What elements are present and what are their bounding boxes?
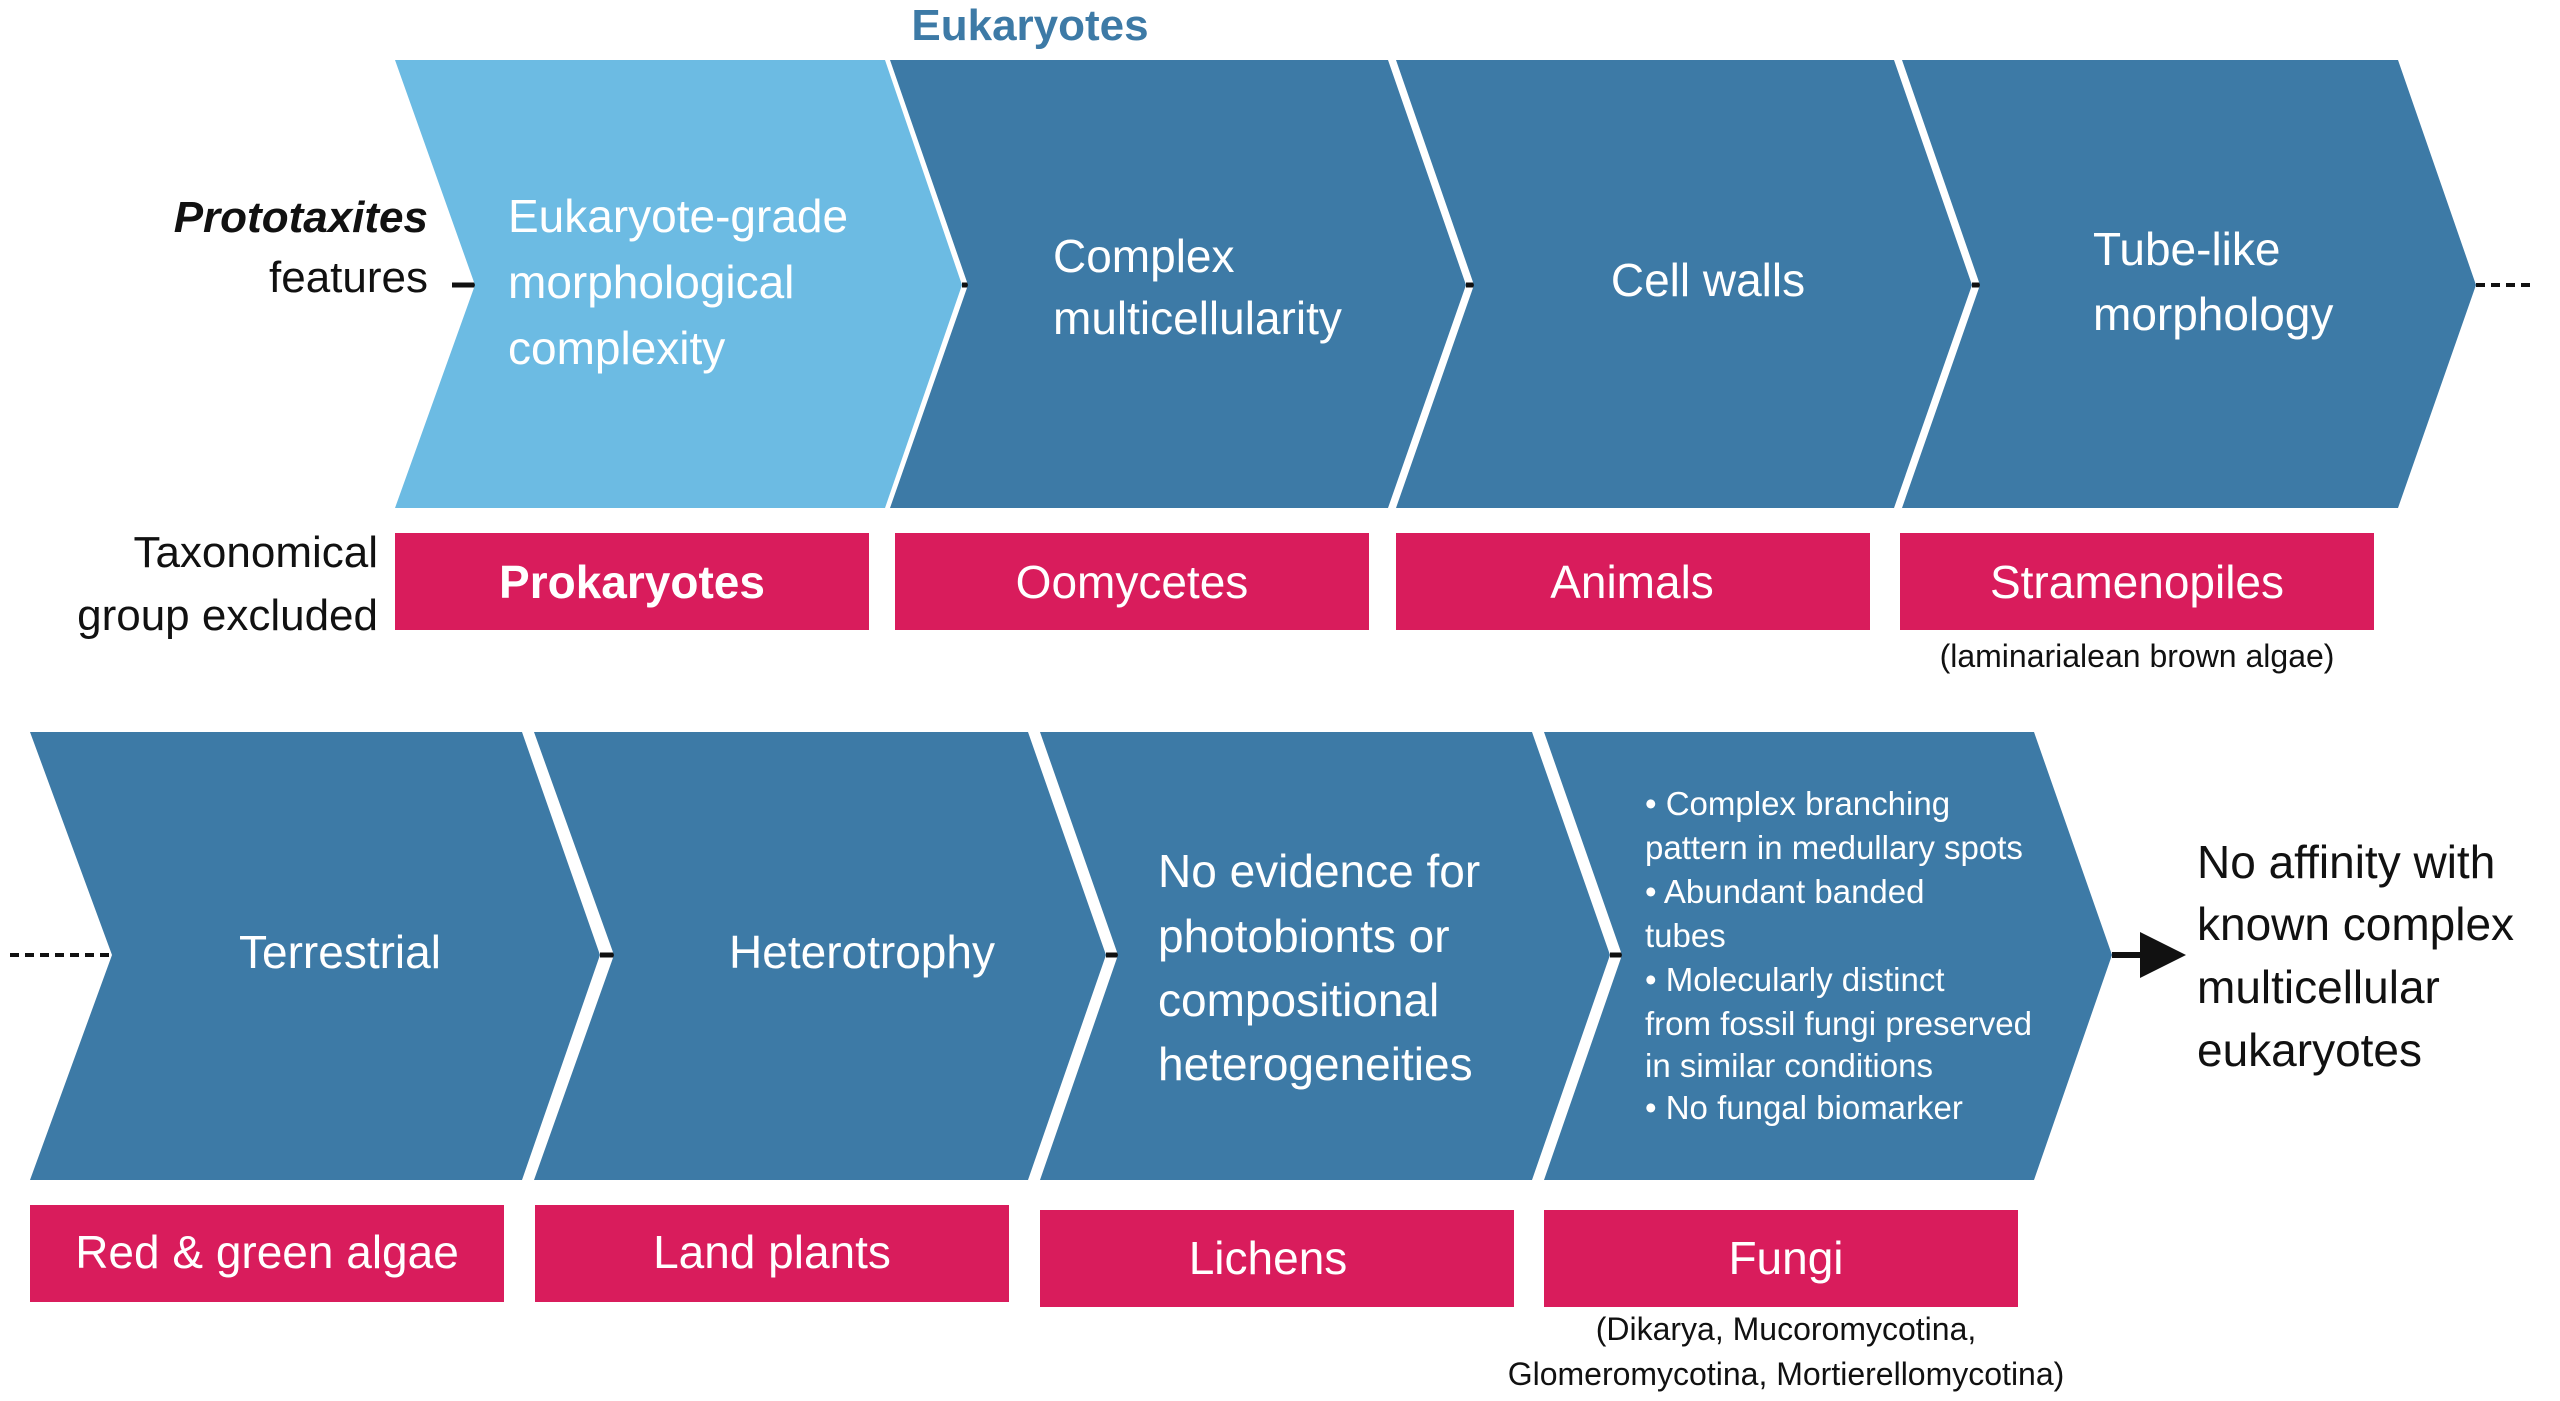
- chevron-no-evidence-photobionts: No evidence for photobionts or compositi…: [1040, 732, 1610, 1180]
- excluded-prokaryotes: Prokaryotes: [395, 533, 869, 630]
- bullet-text-line: in similar conditions: [1645, 1047, 1933, 1084]
- chevron-text-line: compositional: [1158, 974, 1439, 1026]
- group-excluded-label: group excluded: [77, 591, 378, 640]
- conclusion-line: No affinity with: [2197, 836, 2495, 888]
- chevron-tube-like-morphology: Tube-like morphology: [1902, 60, 2476, 508]
- chevron-text-line: Complex: [1053, 230, 1235, 282]
- bullet-text-line: from fossil fungi preserved: [1645, 1005, 2032, 1042]
- bullet-text-line: tubes: [1645, 917, 1726, 954]
- excluded-label: Animals: [1550, 556, 1714, 608]
- bullet-text-line: • Abundant banded: [1645, 873, 1925, 910]
- chevron-heterotrophy: Heterotrophy: [534, 732, 1106, 1180]
- bullet-text-line: • Molecularly distinct: [1645, 961, 1944, 998]
- excluded-label: Oomycetes: [1016, 556, 1249, 608]
- bullet-text-line: • No fungal biomarker: [1645, 1089, 1963, 1126]
- conclusion-line: known complex: [2197, 898, 2514, 950]
- chevron-cell-walls: Cell walls: [1396, 60, 1972, 508]
- fungi-note: Glomeromycotina, Mortierellomycotina): [1508, 1356, 2065, 1392]
- bullet-text-line: pattern in medullary spots: [1645, 829, 2023, 866]
- chevron-text-line: heterogeneities: [1158, 1038, 1473, 1090]
- excluded-label: Red & green algae: [75, 1226, 459, 1278]
- taxonomical-label: Taxonomical: [133, 528, 378, 577]
- chevron-text-line: Eukaryote-grade: [508, 190, 848, 242]
- conclusion-line: multicellular: [2197, 961, 2440, 1013]
- chevron-text-line: morphology: [2093, 288, 2333, 340]
- chevron-text-line: Tube-like: [2093, 223, 2280, 275]
- excluded-oomycetes: Oomycetes: [895, 533, 1369, 630]
- chevron-eukaryote-grade: Eukaryote-grade morphological complexity: [395, 60, 962, 508]
- chevron-text-line: Terrestrial: [239, 926, 441, 978]
- bullet-text-line: • Complex branching: [1645, 785, 1950, 822]
- chevron-complex-multicellularity: Complex multicellularity: [890, 60, 1466, 508]
- fungi-note: (Dikarya, Mucoromycotina,: [1596, 1311, 1977, 1347]
- chevron-text-line: morphological: [508, 256, 794, 308]
- excluded-lichens: Lichens: [1040, 1210, 1514, 1307]
- chevron-text-line: photobionts or: [1158, 910, 1450, 962]
- chevron-fungi-evidence: • Complex branching pattern in medullary…: [1544, 732, 2112, 1180]
- excluded-stramenopiles: Stramenopiles: [1900, 533, 2374, 630]
- features-label: features: [269, 253, 428, 302]
- excluded-label: Fungi: [1728, 1232, 1843, 1284]
- arrowhead-icon: [2140, 932, 2186, 978]
- excluded-land-plants: Land plants: [535, 1205, 1009, 1302]
- excluded-label: Prokaryotes: [499, 556, 765, 608]
- chevron-terrestrial: Terrestrial: [30, 732, 600, 1180]
- prototaxites-label: Prototaxites: [174, 193, 428, 242]
- chevron-text-line: Heterotrophy: [729, 926, 995, 978]
- conclusion-line: eukaryotes: [2197, 1024, 2422, 1076]
- excluded-fungi: Fungi: [1544, 1210, 2018, 1307]
- chevron-text-line: Cell walls: [1611, 254, 1805, 306]
- excluded-label: Stramenopiles: [1990, 556, 2284, 608]
- excluded-label: Lichens: [1189, 1232, 1348, 1284]
- excluded-red-green-algae: Red & green algae: [30, 1205, 504, 1302]
- chevron-text-line: complexity: [508, 322, 725, 374]
- excluded-label: Land plants: [653, 1226, 891, 1278]
- excluded-animals: Animals: [1396, 533, 1870, 630]
- chevron-text-line: multicellularity: [1053, 292, 1342, 344]
- stramenopiles-note: (laminarialean brown algae): [1940, 638, 2335, 674]
- chevron-text-line: No evidence for: [1158, 845, 1480, 897]
- eukaryotes-title: Eukaryotes: [911, 1, 1148, 50]
